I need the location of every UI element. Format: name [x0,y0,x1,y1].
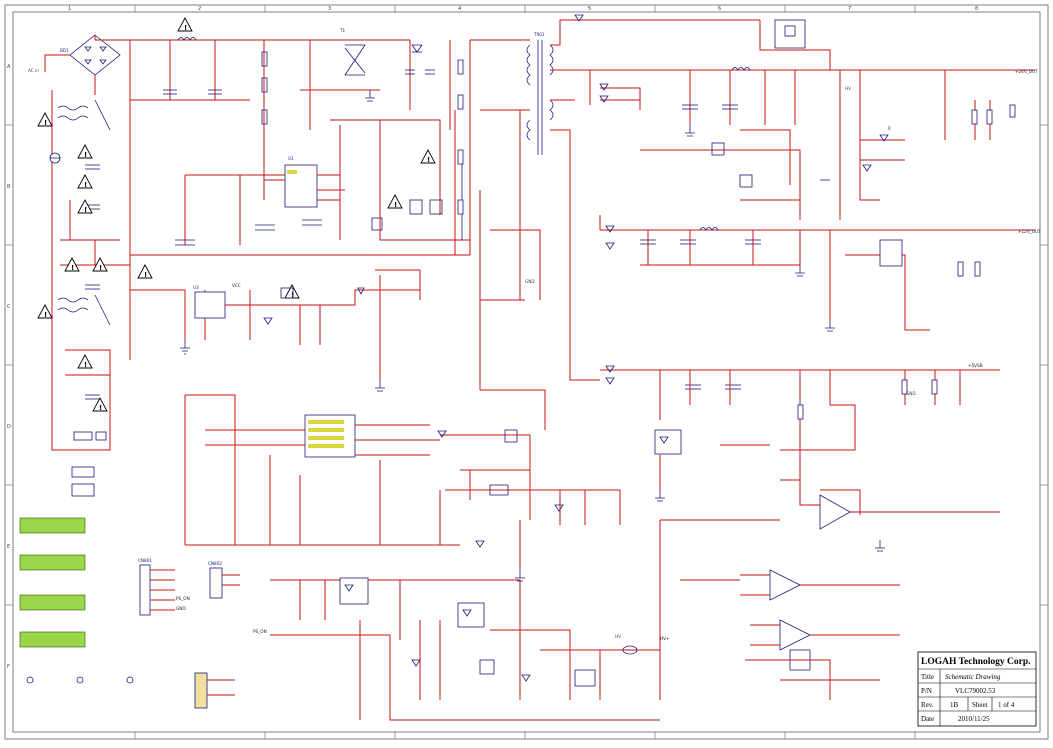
connector: CN802 [208,561,223,599]
title-label: Title [921,673,934,681]
svg-text:!: ! [99,264,102,272]
inverter-connector-block [19,631,86,648]
net-label: PS_ON [253,629,267,634]
output-24v-section: +24V_OUT [574,14,1038,220]
revision-label: Rev. [921,701,934,709]
svg-text:R: R [888,126,891,131]
net-label: +24V_OUT [1015,69,1038,74]
svg-text:!: ! [71,264,74,272]
col-mark: 6 [718,6,721,12]
standby-transformer: T1 [339,28,366,76]
sheet-value: 1 of 4 [998,701,1015,709]
svg-text:HV: HV [615,634,621,639]
svg-text:!: ! [144,271,147,279]
svg-text:!: ! [44,311,47,319]
output-12v-section: +12V_OUT [599,215,1041,331]
transformer-ref: T1 [339,28,346,33]
part-number-label: P/N [921,687,932,695]
col-mark: 3 [328,6,331,12]
standby-regulator: U3 [193,285,226,319]
svg-text:!: ! [44,119,47,127]
opamp [779,619,811,651]
inverter-connector-block [19,554,86,571]
pfc-controller-ic: U1 [284,156,318,208]
common-mode-choke [57,99,111,131]
part-number-value: VLC79002.53 [955,687,996,695]
col-mark: 5 [588,6,591,12]
pfc-section: T1 U1 [130,28,471,256]
ground-symbols [180,90,885,582]
svg-text:!: ! [427,156,430,164]
drawing-frame: 1 2 3 4 5 6 7 8 A B C D E F [4,4,1049,740]
row-mark: A [7,64,11,70]
relay [774,19,806,49]
net-label: PS_ON [176,596,190,601]
bridge-ref: BD1 [60,48,69,53]
fuse [49,152,61,164]
col-mark: 7 [848,6,851,12]
svg-text:!: ! [84,151,87,159]
col-mark: 4 [458,6,461,12]
regulator-ref: U3 [193,285,199,290]
row-mark: D [7,424,11,430]
input-emi-section: BD1 AC in [28,17,436,451]
common-mode-choke [57,294,111,326]
net-label: HV+ [660,636,670,641]
title-block: LOGAH Technology Corp. Title Schematic D… [917,651,1037,727]
pwm-controller-ic [304,414,356,458]
svg-text:GND: GND [525,279,535,284]
connector-section: CN801 CN802 PS_ON GND [19,466,240,709]
row-mark: E [7,544,10,550]
connector-ref: CN802 [208,561,222,566]
transformer-ref: T901 [533,32,545,37]
standby-section: U3 VCC [130,269,621,570]
optocoupler [339,577,369,605]
svg-text:!: ! [184,24,187,32]
connector: CN801 [138,558,152,616]
optocoupler [457,602,485,628]
net-label: GND [176,606,186,611]
svg-text:!: ! [84,181,87,189]
connector-ref: CN801 [138,558,152,563]
col-mark: 2 [198,6,201,12]
output-5vsb-section: +5VSB GND GND HV R [525,86,1000,490]
date-value: 2010/11/25 [958,715,990,723]
net-label: VCC [232,283,241,288]
svg-text:HV: HV [845,86,851,91]
ic-ref: U1 [288,156,294,161]
net-label: +12V_OUT [1018,229,1041,234]
date-label: Date [921,715,934,723]
bottom-control-section: HV+ PS_ON HV [253,577,670,721]
sheet-label: Sheet [972,701,988,709]
svg-text:AC in: AC in [28,68,39,73]
row-mark: F [7,664,10,670]
feedback-opamp-section [659,479,1000,700]
svg-text:!: ! [99,404,102,412]
row-mark: C [7,304,11,310]
svg-text:!: ! [84,206,87,214]
revision-value: 1B [950,701,959,709]
col-mark: 1 [68,6,71,12]
optocoupler [654,429,682,455]
col-mark: 8 [975,6,978,12]
title-value: Schematic Drawing [945,673,1001,681]
company-name: LOGAH Technology Corp. [921,657,1031,667]
svg-text:!: ! [394,201,397,209]
inverter-connector-block [19,594,86,611]
opamp [819,494,851,530]
warning-icon: ! ! ! ! ! ! ! ! ! ! ! ! ! ! [37,17,436,412]
net-label: +5VSB [968,363,983,368]
opamp [769,569,801,601]
svg-text:!: ! [84,361,87,369]
row-mark: B [7,184,11,190]
main-transformer: T901 [526,32,554,155]
main-transformer-section: T901 [470,19,690,381]
svg-text:GND: GND [906,391,916,396]
inverter-connector-block [19,517,86,534]
